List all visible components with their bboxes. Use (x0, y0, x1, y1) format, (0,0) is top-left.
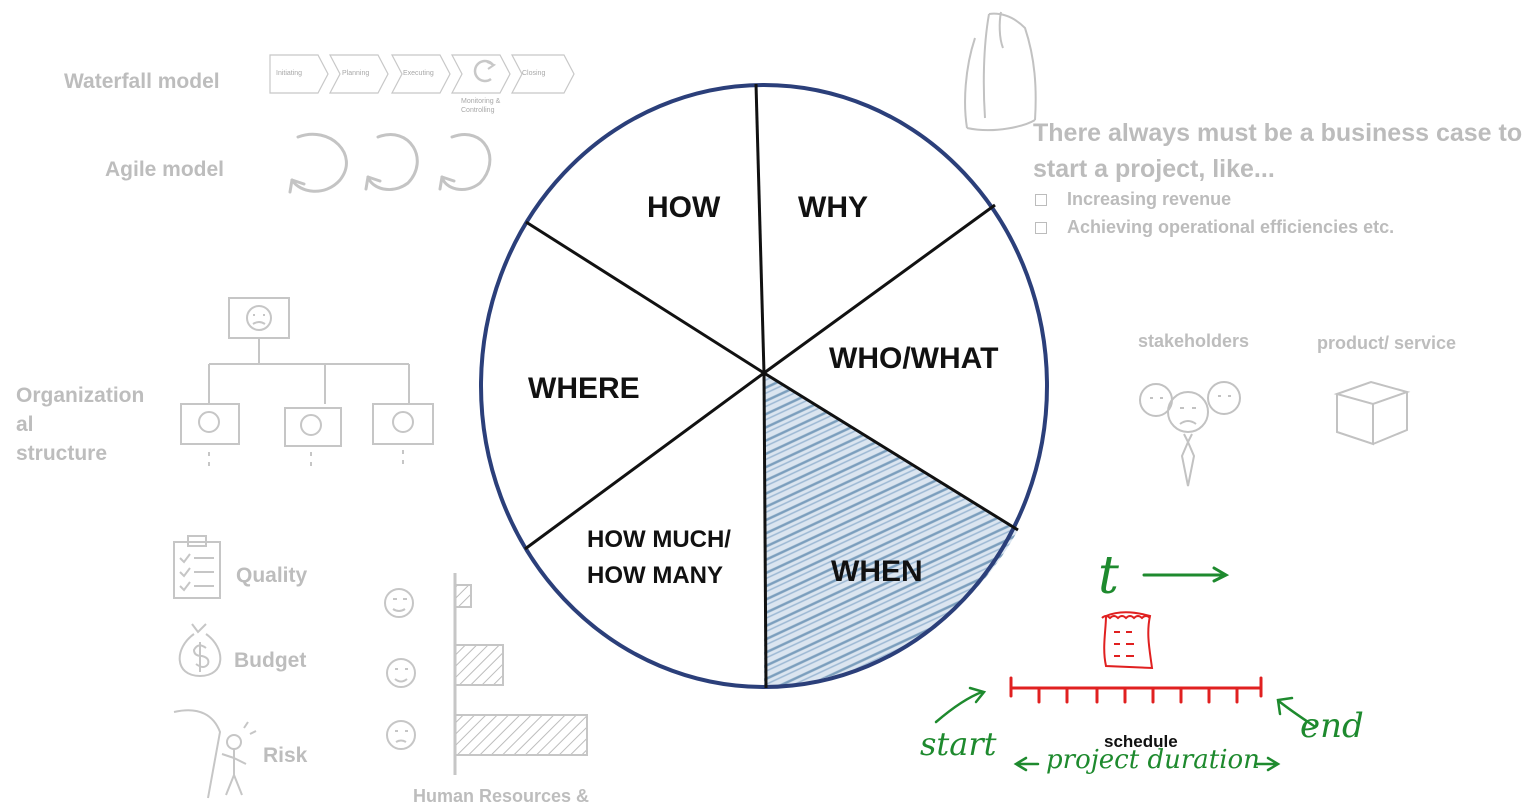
wheel-label-how-much-line1: HOW MUCH/ (587, 526, 731, 553)
stakeholders-icon (1139, 381, 1241, 487)
human-resources-label: Human Resources & (413, 786, 590, 806)
org-label-line3: structure (16, 442, 108, 465)
checklist-icon (173, 535, 221, 599)
business-case-title-line2: start a project, like... (1033, 155, 1275, 183)
start-arrow-icon (934, 686, 987, 724)
risk-label: Risk (263, 744, 308, 767)
waterfall-steps (268, 53, 578, 95)
waterfall-step-closing: Closing (522, 70, 546, 77)
end-arrow-icon (1276, 696, 1316, 728)
product-box-icon (1333, 380, 1411, 446)
waterfall-step-initiating: Initiating (276, 70, 303, 77)
human-resources-chart-icon (384, 573, 588, 775)
wheel-label-who-what: WHO/WHAT (829, 342, 999, 375)
wheel-label-when: WHEN (831, 555, 923, 588)
business-case-item-text: Achieving operational efficiencies etc. (1067, 217, 1395, 237)
timeline-ruler (1009, 676, 1263, 704)
wheel-spokes (524, 83, 1019, 689)
business-case-item: Increasing revenue (1035, 185, 1394, 213)
org-label-line1: Organization (16, 384, 145, 407)
budget-label: Budget (234, 649, 307, 672)
organizational-structure-label: Organization al structure (16, 381, 144, 468)
org-label-line2: al (16, 413, 34, 436)
product-service-label: product/ service (1317, 333, 1457, 353)
agile-model-label: Agile model (105, 158, 225, 181)
monitoring-controlling-label: Monitoring & Controlling (461, 98, 501, 114)
waterfall-model-label: Waterfall model (64, 70, 220, 93)
risk-cliff-icon (173, 709, 257, 799)
calendar-icon (1101, 611, 1154, 670)
duration-left-arrow-icon (1013, 756, 1040, 772)
duration-right-arrow-icon (1254, 756, 1281, 772)
wheel-label-where: WHERE (528, 372, 640, 405)
business-case-title-line1: There always must be a business case to (1033, 119, 1523, 147)
start-label: start (920, 725, 997, 763)
checkbox-icon (1035, 222, 1047, 235)
agile-cycles-icon (288, 132, 492, 194)
project-duration-label: project duration (1046, 745, 1260, 775)
wheel-label-how-much: HOW MUCH/ HOW MANY (587, 522, 731, 594)
end-label: end (1300, 706, 1364, 746)
checkbox-icon (1035, 194, 1047, 207)
business-case-list: Increasing revenue Achieving operational… (1035, 185, 1394, 241)
business-case-title: There always must be a business case to … (1033, 115, 1522, 187)
time-symbol: t (1098, 546, 1119, 606)
wheel-label-how: HOW (647, 191, 721, 224)
when-segment-highlight (764, 373, 1018, 686)
org-chart-icon (180, 297, 434, 466)
waterfall-step-planning: Planning (342, 70, 370, 77)
business-case-item-text: Increasing revenue (1067, 189, 1232, 209)
money-bag-icon (178, 623, 222, 678)
schedule-label: schedule (1104, 732, 1178, 751)
time-arrow-icon (1142, 566, 1230, 583)
waterfall-step-executing: Executing (403, 70, 434, 77)
quality-label: Quality (236, 564, 308, 587)
waterfall-chevrons (269, 54, 575, 94)
document-stack-icon (964, 11, 1037, 132)
wheel-label-how-much-line2: HOW MANY (587, 562, 723, 589)
stakeholders-label: stakeholders (1138, 331, 1250, 351)
wheel-rim (479, 83, 1049, 689)
wheel-label-why: WHY (798, 191, 868, 224)
business-case-item: Achieving operational efficiencies etc. (1035, 213, 1394, 241)
